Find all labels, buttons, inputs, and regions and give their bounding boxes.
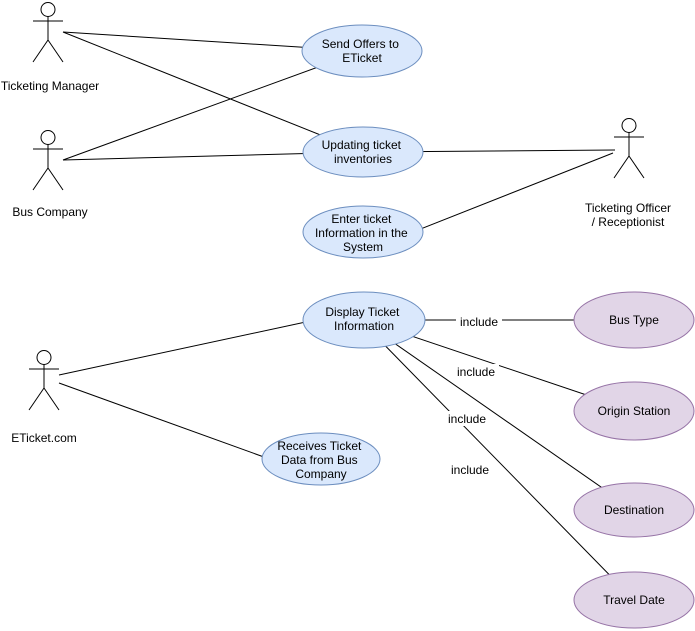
include-label-bg: [456, 314, 502, 329]
edge-bus-company-send-offers[interactable]: [62, 50, 363, 161]
include-label-text: include: [457, 365, 495, 379]
usecase-ellipse: [302, 291, 426, 349]
actor-ticketing-manager[interactable]: [32, 2, 64, 63]
actor-eticket-com[interactable]: [28, 350, 60, 411]
usecase-updating-inventories[interactable]: Updating ticket inventories: [302, 126, 424, 178]
actor-head-icon: [36, 350, 52, 365]
usecase-destination[interactable]: Destination: [573, 482, 695, 538]
edge-eticket-display-ticket-info[interactable]: [58, 319, 316, 376]
include-label-text: include: [451, 463, 489, 477]
usecase-label: Enter ticket Information in the System: [315, 212, 411, 254]
include-label-bus-type[interactable]: include: [456, 314, 502, 329]
include-label-destination[interactable]: include: [444, 411, 490, 426]
edge-ticketing-manager-updating[interactable]: [62, 31, 364, 153]
usecase-ellipse: [573, 482, 695, 538]
edge-eticket-receives-ticket-data[interactable]: [58, 382, 276, 462]
actor-ticketing-officer[interactable]: [613, 118, 645, 179]
actor-label-ticketing-manager: Ticketing Manager: [1, 79, 99, 93]
actor-body-icon: [28, 364, 60, 411]
usecase-label: Destination: [604, 503, 664, 517]
usecase-travel-date[interactable]: Travel Date: [573, 571, 695, 629]
actor-body-icon: [32, 16, 64, 63]
actor-bus-company[interactable]: [32, 130, 64, 191]
include-label-bg: [453, 364, 499, 379]
usecase-label: Display Ticket Information: [325, 305, 402, 333]
include-label-origin-station[interactable]: include: [453, 364, 499, 379]
actor-head-icon: [40, 130, 56, 145]
actor-head-icon: [621, 118, 637, 133]
actor-body-icon: [32, 144, 64, 191]
usecase-label: Bus Type: [609, 313, 659, 327]
usecase-receives-ticket-data[interactable]: Receives Ticket Data from Bus Company: [261, 432, 381, 486]
usecase-label: Origin Station: [598, 404, 671, 418]
usecase-ellipse: [573, 381, 695, 441]
usecase-display-ticket-info[interactable]: Display Ticket Information: [302, 291, 426, 349]
include-labels: include include include include: [444, 314, 502, 477]
usecase-ellipse: [573, 291, 695, 349]
usecase-ellipse: [301, 24, 423, 78]
include-label-bg: [447, 462, 493, 477]
usecase-send-offers[interactable]: Send Offers to ETicket: [301, 24, 423, 78]
actor-label-eticket-com: ETicket.com: [11, 431, 77, 445]
usecase-enter-ticket-info[interactable]: Enter ticket Information in the System: [302, 205, 424, 259]
include-label-text: include: [448, 412, 486, 426]
usecase-ellipse: [302, 205, 424, 259]
edge-display-include-travel-date[interactable]: [363, 323, 635, 601]
actor-body-icon: [613, 132, 645, 179]
usecase-label: Travel Date: [603, 593, 665, 607]
actor-label-ticketing-officer-line1: Ticketing Officer: [585, 201, 671, 215]
edge-display-include-destination[interactable]: [363, 321, 635, 511]
usecase-ellipse: [261, 432, 381, 486]
usecase-label: Receives Ticket Data from Bus Company: [277, 439, 364, 481]
include-label-bg: [444, 411, 490, 426]
usecase-label: Send Offers to ETicket: [322, 37, 403, 65]
include-label-text: include: [460, 315, 498, 329]
usecase-label: Updating ticket inventories: [322, 138, 405, 166]
usecase-origin-station[interactable]: Origin Station: [573, 381, 695, 441]
actor-label-ticketing-officer-line2: / Receptionist: [592, 215, 665, 229]
usecase-ellipse: [573, 571, 695, 629]
include-label-travel-date[interactable]: include: [447, 462, 493, 477]
usecase-bus-type[interactable]: Bus Type: [573, 291, 695, 349]
actor-label-bus-company: Bus Company: [12, 205, 87, 219]
usecase-ellipse: [302, 126, 424, 178]
actor-head-icon: [40, 2, 56, 17]
